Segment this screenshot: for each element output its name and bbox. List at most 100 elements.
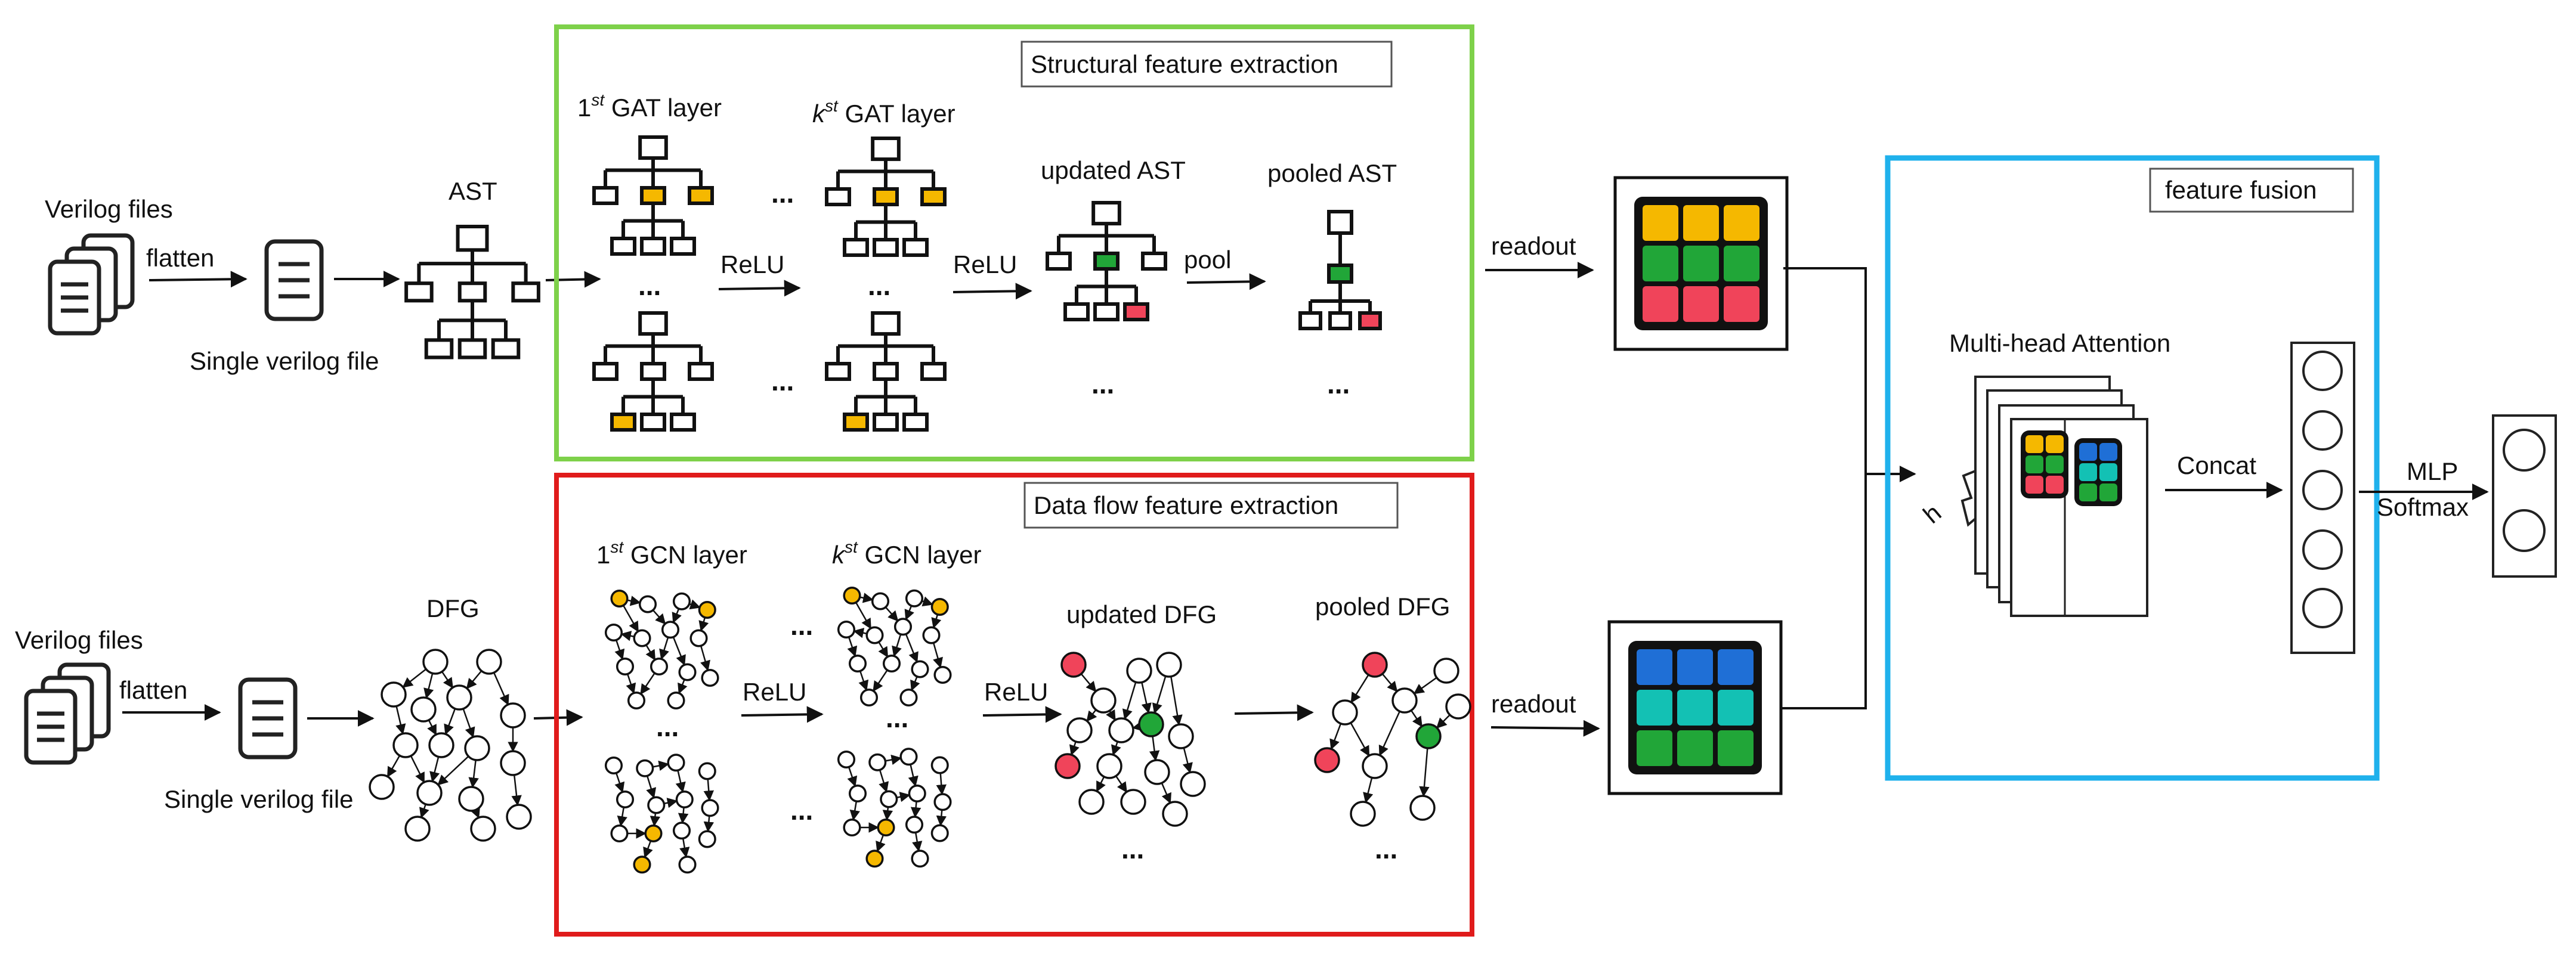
graph-node — [1162, 801, 1188, 827]
graph-node — [698, 762, 716, 780]
tree-node-mm — [1093, 302, 1120, 321]
graph-node — [476, 649, 502, 675]
tree-node-mr — [1123, 302, 1149, 321]
graph-node — [701, 668, 719, 687]
graph-node — [470, 816, 496, 842]
graph-node — [1120, 789, 1146, 815]
graph-node — [381, 681, 407, 708]
svg-text:ReLU: ReLU — [743, 678, 806, 706]
graph-node — [882, 654, 901, 673]
structural-flatten-label: flatten — [146, 244, 214, 272]
graph-node — [905, 816, 924, 834]
verilog-files-icon — [48, 233, 135, 336]
graph-node — [616, 657, 635, 676]
tree-node-root — [638, 311, 668, 336]
graph-node — [899, 688, 918, 707]
tree-node-root — [871, 311, 901, 336]
gat1-tree-bottom — [592, 311, 714, 432]
svg-text:...: ... — [771, 365, 794, 396]
matrix-cell — [1677, 730, 1713, 766]
matrix-cell — [1724, 246, 1759, 281]
graph-node — [1156, 652, 1182, 678]
graph-node — [647, 796, 666, 814]
matrix-cell — [2025, 435, 2043, 453]
matrix-cell — [1724, 286, 1759, 322]
graph-node — [837, 620, 856, 639]
tree-node-ml — [610, 237, 636, 256]
matrix-cell — [1718, 649, 1754, 685]
svg-text:...: ... — [1121, 833, 1144, 864]
tree-node-mr — [902, 238, 929, 257]
matrix-cell — [1637, 690, 1672, 726]
matrix-cell — [2099, 443, 2117, 461]
tree-node-r — [920, 187, 947, 206]
tree-node-m — [1093, 252, 1120, 271]
graph-node — [636, 759, 654, 777]
structural-feature-matrix — [1613, 176, 1789, 351]
graph-node — [837, 750, 856, 769]
gat-layer-k: kst GAT layer ... — [812, 97, 955, 432]
dataflow-feature-matrix — [1607, 620, 1783, 795]
graph-node — [610, 824, 629, 843]
graph-node — [1138, 711, 1164, 737]
svg-text:...: ... — [638, 270, 661, 301]
graph-node — [1126, 658, 1152, 684]
graph-node — [1314, 747, 1340, 773]
graph-node — [428, 732, 454, 758]
graph-node — [905, 589, 924, 607]
graph-node — [1180, 771, 1206, 797]
graph-node — [644, 824, 663, 843]
matrix-cell — [2079, 443, 2097, 461]
tree-node-m — [640, 362, 666, 381]
graph-node — [1445, 693, 1471, 720]
graph-node — [633, 629, 651, 647]
tree-node-l — [825, 362, 851, 381]
tree-node-ml — [424, 338, 454, 359]
tree-node-m — [457, 281, 487, 303]
graph-node — [672, 592, 691, 610]
tree-node-r — [920, 362, 947, 381]
matrix-cell — [2099, 483, 2117, 501]
graph-node — [930, 824, 949, 842]
tree-node-r — [688, 186, 714, 205]
tree-node-ml — [843, 413, 869, 432]
tree-node-ml — [843, 238, 869, 257]
graph-node — [1060, 652, 1087, 678]
fusion-title: feature fusion — [2165, 176, 2317, 204]
graph-node — [871, 592, 890, 610]
graph-node — [416, 780, 443, 806]
graph-node — [1350, 801, 1376, 827]
graph-node — [843, 586, 861, 605]
matrix-cell — [1637, 730, 1672, 766]
graph-node — [1090, 687, 1117, 714]
gat-layer-1: 1st GAT layer ... — [577, 91, 722, 432]
tree-node-root — [456, 225, 489, 252]
graph-node — [865, 850, 884, 868]
gcn-layer-1: 1st GCN layer ... — [596, 538, 747, 874]
graph-node — [689, 629, 708, 647]
gat-relu-2: ReLU — [953, 250, 1017, 278]
graph-node — [899, 748, 918, 766]
structural-input-label: Verilog files — [45, 195, 173, 223]
dataflow-title-box — [1023, 482, 1399, 529]
gcn1-graph-top — [604, 589, 719, 710]
graph-node — [877, 818, 895, 837]
tree-node-root — [871, 137, 901, 162]
structural-single-file-label: Single verilog file — [190, 347, 379, 375]
svg-text:updated DFG: updated DFG — [1066, 600, 1217, 628]
graph-node — [865, 626, 884, 644]
updated-ast: updated AST ... — [1041, 156, 1186, 399]
matrix-cell — [2025, 455, 2043, 473]
tree-node-l — [592, 362, 619, 381]
pooled-dfg-graph — [1314, 652, 1471, 827]
dataflow-readout-label: readout — [1491, 690, 1576, 718]
graph-node — [880, 790, 898, 808]
svg-text:...: ... — [656, 711, 679, 742]
graph-node — [627, 691, 646, 710]
graph-node — [911, 850, 929, 868]
graph-node — [604, 756, 623, 775]
graph-node — [930, 597, 949, 616]
graph-node — [633, 855, 651, 874]
attention-matrix-right — [2074, 438, 2122, 506]
graph-node — [610, 589, 629, 608]
